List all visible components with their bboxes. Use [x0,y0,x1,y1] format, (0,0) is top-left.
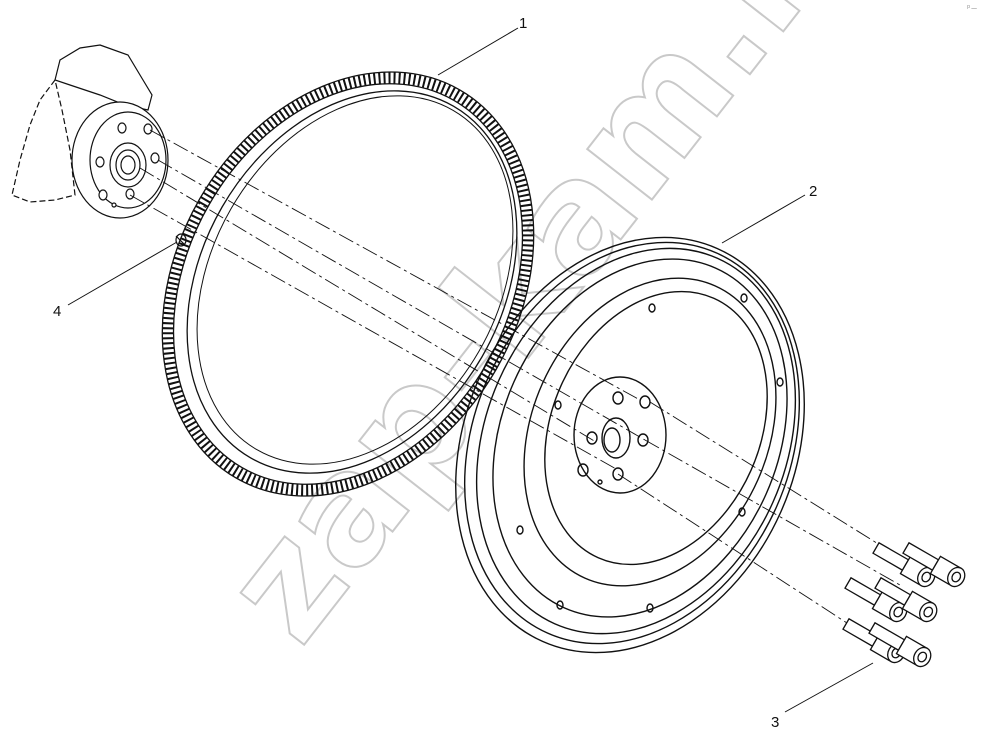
flywheel-bolt-holes [577,391,651,485]
callout-3: 3 [771,714,779,731]
crankshaft-flange [11,44,169,219]
leader-line-3 [784,662,874,713]
callout-4: 4 [53,303,61,320]
leader-lines [67,27,874,713]
bolt [902,541,966,588]
watermark: zap-kam.ru [190,0,916,673]
leader-line-4 [67,241,178,306]
corner-mark: ᵖ— [966,4,977,14]
flywheel [455,236,805,654]
bolt [874,576,938,623]
bolt [868,621,932,668]
alignment-lines [129,129,901,626]
leader-line-1 [437,27,519,76]
flywheel-rim-holes [516,293,784,613]
bolt [844,576,908,623]
callout-2: 2 [809,183,817,200]
flywheel-bolts [842,541,966,668]
bolt [872,541,936,588]
callout-1: 1 [519,15,527,32]
leader-line-2 [721,194,806,244]
watermark-text: zap-kam.ru [191,0,915,672]
